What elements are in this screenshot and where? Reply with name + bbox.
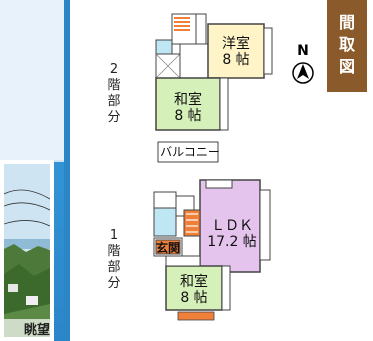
room-western-2f: 洋室 8 帖	[212, 36, 260, 68]
room-japanese-1f-size: 8 帖	[180, 290, 208, 306]
room-ldk-name: ＬＤＫ	[211, 218, 253, 234]
title-char: 図	[338, 57, 355, 76]
floor2-label-char: 2	[109, 62, 119, 77]
room-ldk: ＬＤＫ 17.2 帖	[204, 218, 260, 250]
floor-plan-title: 間 取 図	[327, 0, 367, 92]
left-pale-area	[0, 0, 64, 162]
floor-plan-drawing	[153, 13, 273, 321]
floor1-plan	[153, 179, 271, 321]
room-japanese-2f-name: 和室	[174, 92, 202, 108]
floor1-label-char: 分	[107, 276, 121, 291]
room-ldk-size: 17.2 帖	[207, 234, 257, 250]
room-japanese-2f: 和室 8 帖	[164, 92, 212, 124]
balcony-label: バルコニー	[160, 145, 220, 159]
floor2-label-char: 分	[107, 110, 121, 125]
title-char: 取	[338, 35, 355, 54]
floor2-label-char: 階	[107, 78, 121, 93]
view-photo-image	[4, 164, 50, 337]
room-western-2f-name: 洋室	[222, 36, 250, 52]
view-photo: 眺望	[0, 160, 54, 341]
compass-icon	[292, 62, 314, 84]
room-japanese-2f-size: 8 帖	[174, 108, 202, 124]
floor2-plan	[155, 13, 273, 163]
floor2-label: 2 階 部 分	[104, 62, 124, 126]
photo-caption: 眺望	[4, 319, 50, 337]
floor1-label-char: 1	[109, 228, 119, 243]
entrance-label: 玄関	[155, 241, 180, 255]
room-western-2f-size: 8 帖	[222, 52, 250, 68]
title-char: 間	[338, 13, 355, 32]
north-compass: N	[290, 44, 316, 94]
compass-label: N	[297, 43, 309, 59]
room-japanese-1f-name: 和室	[180, 274, 208, 290]
floor-plan-panel: 間 取 図 N 2 階 部 分 1 階 部 分	[64, 0, 373, 341]
floor1-label-char: 部	[107, 260, 121, 275]
floor2-label-char: 部	[107, 94, 121, 109]
floor1-label-char: 階	[107, 244, 121, 259]
room-japanese-1f: 和室 8 帖	[170, 274, 218, 306]
floor1-label: 1 階 部 分	[104, 228, 124, 292]
